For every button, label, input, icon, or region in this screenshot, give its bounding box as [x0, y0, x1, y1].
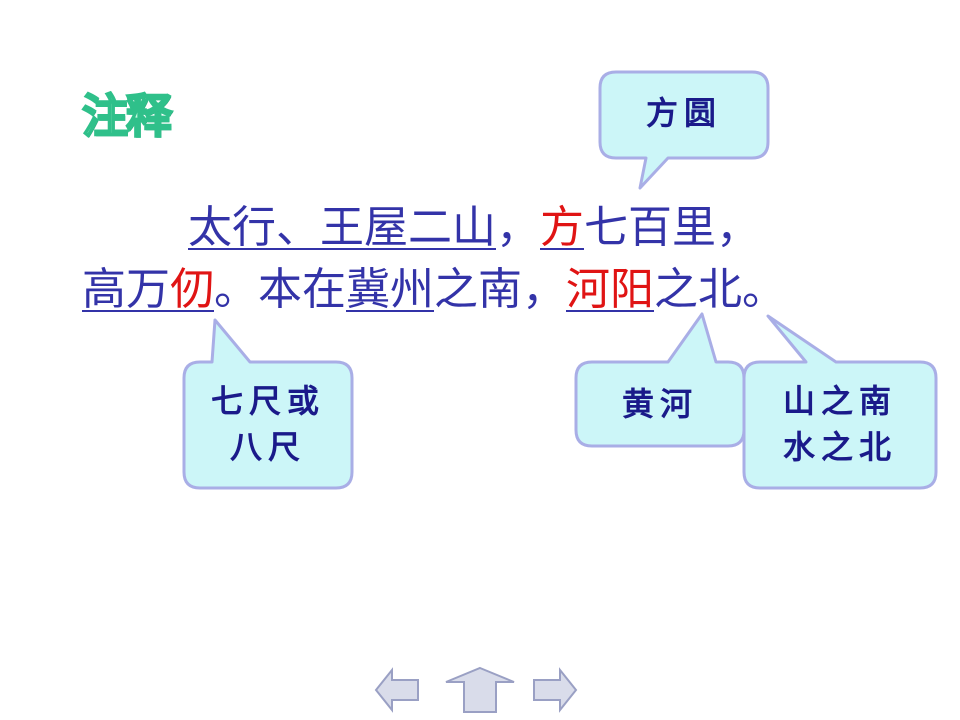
term-ren[interactable]: 仞 [170, 264, 214, 315]
term-gaowan: 高万 [82, 264, 170, 315]
page-title: 注释 [81, 88, 173, 144]
passage-text: 之南， [434, 264, 566, 315]
callout-bubble-ren [182, 318, 354, 490]
term-heyang[interactable]: 河阳 [566, 264, 654, 315]
passage-text: 之北。 [654, 264, 786, 315]
callout-line: 山之南 [782, 382, 897, 420]
term-jizhou: 冀州 [346, 264, 434, 315]
passage-text: ， [496, 202, 540, 253]
passage-text: 七百里， [584, 202, 760, 253]
callout-bubble-yang [742, 314, 938, 490]
callout-bubble-he [574, 312, 746, 448]
callout-text-he: 黄河 [621, 385, 698, 423]
term-taihang-wangwu: 太行、王屋二山 [188, 202, 496, 253]
callout-text-fang: 方圆 [645, 94, 722, 132]
callout-line: 七尺或 [210, 382, 325, 420]
callout-line: 水之北 [782, 428, 897, 466]
passage-line-2: 高万仞。本在冀州之南，河阳之北。 [82, 268, 786, 312]
arrow-right-icon[interactable] [530, 664, 580, 716]
callout-text-yang: 山之南 水之北 [744, 378, 936, 470]
passage-line-1: 太行、王屋二山，方七百里， [188, 206, 760, 250]
home-icon[interactable] [442, 664, 518, 716]
passage-text: 。本在 [214, 264, 346, 315]
callout-bubble-fang [598, 70, 770, 190]
callout-text-ren: 七尺或 八尺 [184, 378, 352, 470]
term-fang[interactable]: 方 [540, 202, 584, 253]
arrow-left-icon[interactable] [372, 664, 422, 716]
callout-line: 八尺 [229, 428, 306, 466]
